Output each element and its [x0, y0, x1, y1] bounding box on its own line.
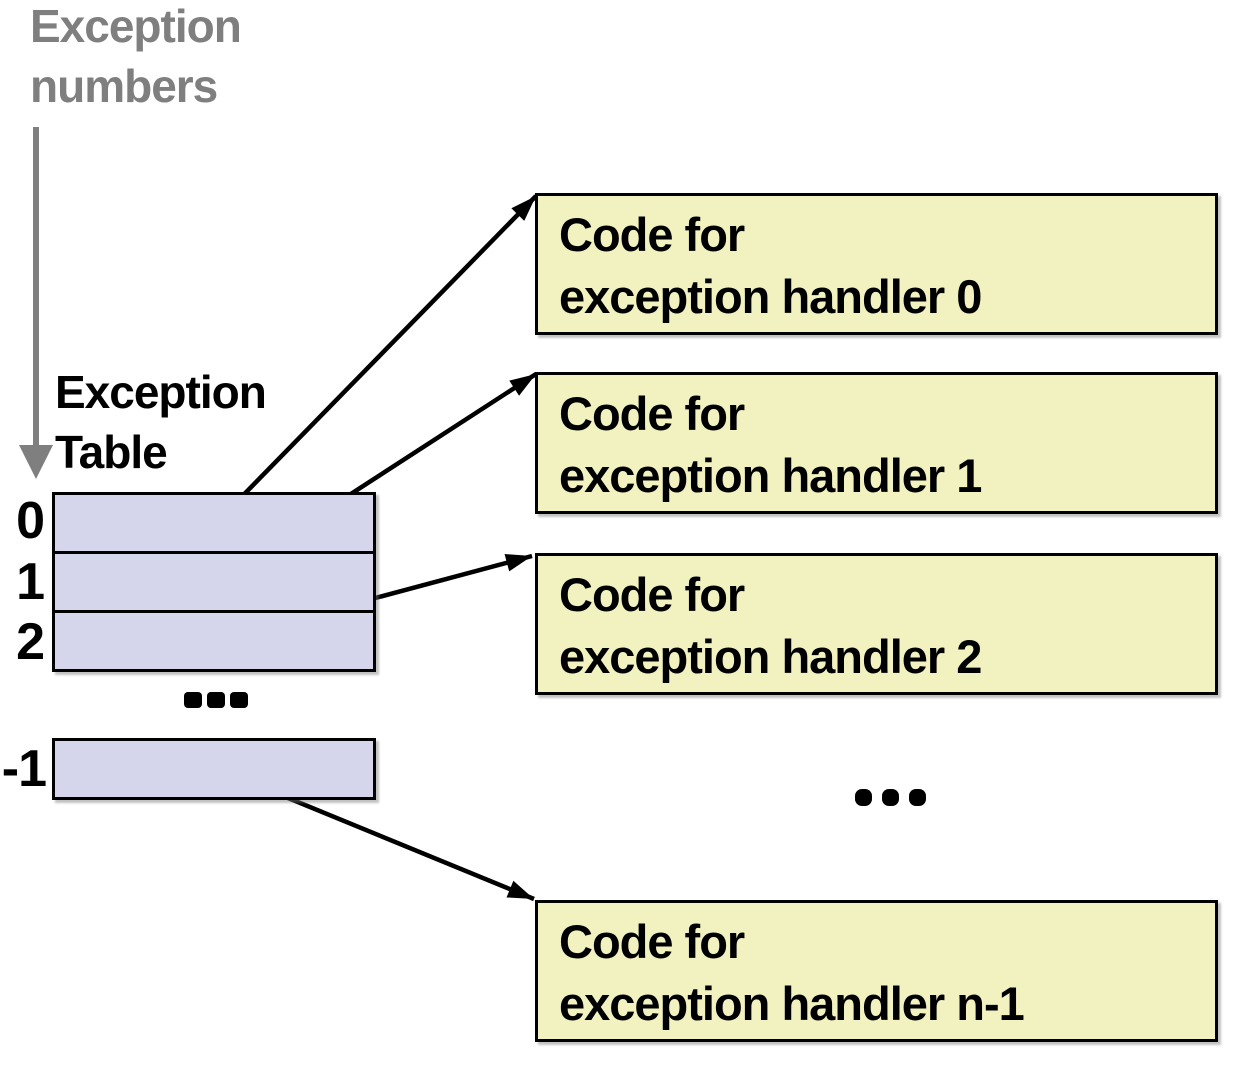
- exception-table-entry-n1: [52, 738, 376, 800]
- ellipsis-dot: [855, 789, 872, 806]
- exception-table-entry-2: [55, 613, 373, 669]
- ellipsis-dot: [909, 789, 926, 806]
- exception-numbers-down-arrow: [19, 127, 53, 479]
- handlers-ellipsis: [855, 789, 926, 806]
- exception-table-entry-0: [55, 495, 373, 554]
- handler-box-2: Code for exception handler 2: [535, 553, 1218, 695]
- exception-table: [52, 492, 376, 672]
- row-index-2: 2: [16, 613, 45, 671]
- exception-numbers-label: Exception numbers: [30, 0, 242, 112]
- handler-box-0-line2: exception handler 0: [559, 270, 982, 323]
- ellipsis-dot: [882, 789, 899, 806]
- table-ellipsis: [184, 692, 248, 708]
- handler-box-1-line2: exception handler 1: [559, 449, 982, 502]
- handler-box-n1-line2: exception handler n-1: [559, 977, 1025, 1030]
- row-index-n1: n-1: [0, 740, 47, 798]
- row-index-0: 0: [16, 492, 45, 550]
- ellipsis-dot: [207, 692, 225, 708]
- row-index-1: 1: [16, 553, 45, 611]
- handler-box-0: Code for exception handler 0: [535, 193, 1218, 335]
- handler-box-n1-line1: Code for: [559, 915, 745, 968]
- ellipsis-dot: [184, 692, 202, 708]
- handler-box-2-line1: Code for: [559, 568, 745, 621]
- exception-table-title: Exception Table: [55, 366, 267, 478]
- exception-table-entry-1: [55, 554, 373, 613]
- handler-box-1: Code for exception handler 1: [535, 372, 1218, 514]
- ellipsis-dot: [230, 692, 248, 708]
- handler-box-n1: Code for exception handler n-1: [535, 900, 1218, 1042]
- handler-box-0-line1: Code for: [559, 208, 745, 261]
- handler-box-1-line1: Code for: [559, 387, 745, 440]
- handler-box-2-line2: exception handler 2: [559, 630, 982, 683]
